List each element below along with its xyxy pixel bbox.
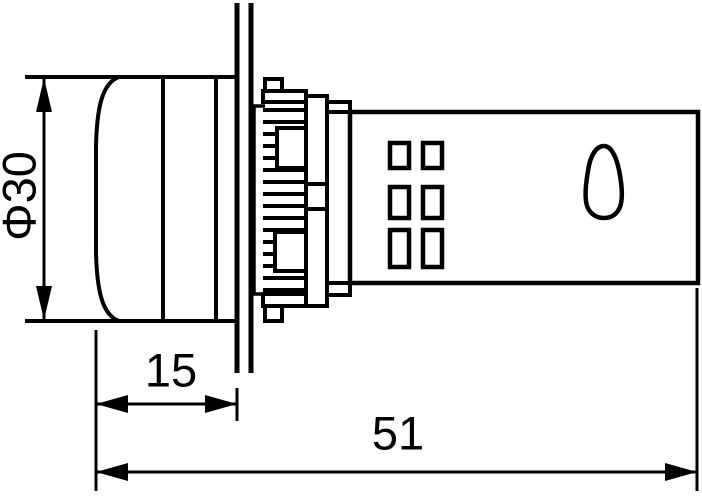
- rear-housing: [347, 109, 701, 286]
- housing-body: [347, 109, 701, 286]
- vent-slot: [387, 140, 412, 171]
- arrowhead-left-icon: [96, 463, 128, 481]
- diameter-dimension-label: Φ30: [0, 151, 46, 241]
- rear-collar: [325, 100, 352, 297]
- vent-slot: [387, 184, 412, 221]
- dimension-head-depth: 15: [94, 330, 239, 491]
- mounting-panel: [234, 3, 254, 373]
- vent-slot: [420, 140, 445, 171]
- teardrop-hole: [583, 143, 625, 221]
- threaded-bushing: [252, 77, 309, 323]
- arrowhead-down-icon: [36, 286, 52, 320]
- vent-slots: [387, 140, 445, 270]
- flange-collars: [304, 94, 352, 308]
- arrowhead-right-icon: [205, 395, 237, 413]
- bushing-core-outline: [252, 104, 265, 296]
- bushing-tab-bottom: [263, 304, 284, 323]
- lens-front-arc: [94, 75, 120, 323]
- vent-slot: [420, 227, 445, 270]
- dimension-total-depth: 51: [96, 288, 699, 491]
- total-depth-dimension-label: 51: [372, 407, 424, 460]
- head-depth-dimension-label: 15: [145, 344, 197, 397]
- arrowhead-right-icon: [665, 463, 697, 481]
- arrowhead-up-icon: [36, 78, 52, 112]
- dimension-diameter: Φ30: [0, 78, 52, 320]
- clip-block-upper: [275, 126, 309, 170]
- arrowhead-left-icon: [96, 395, 128, 413]
- clip-block-lower: [273, 230, 309, 273]
- lamp-head: [25, 75, 237, 323]
- vent-slot: [387, 227, 412, 270]
- vent-slot: [420, 184, 445, 221]
- bushing-tab-top: [263, 77, 284, 93]
- flange-ring: [304, 94, 329, 308]
